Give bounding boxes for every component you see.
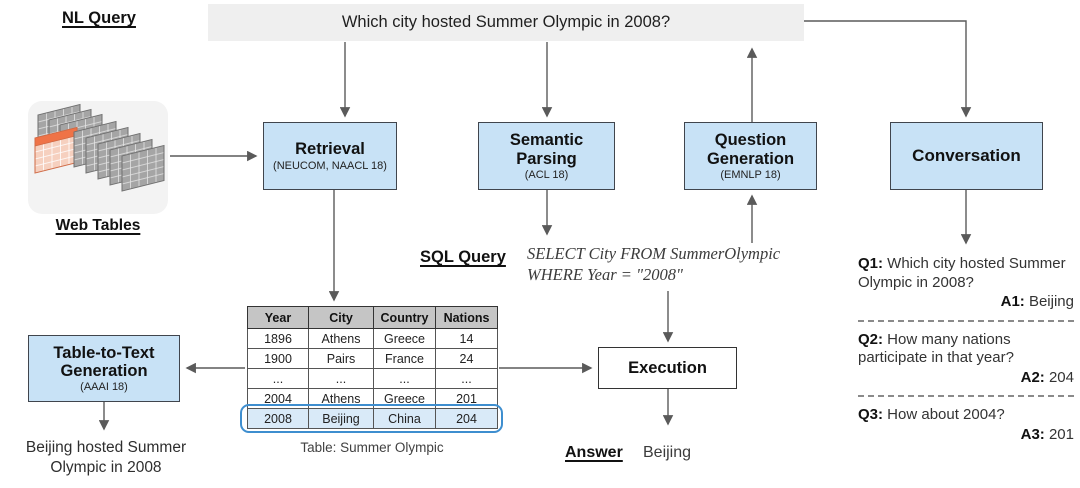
sql-query-text: SELECT City FROM SummerOlympic WHERE Yea… [527, 243, 827, 285]
cell: China [373, 408, 436, 429]
table-header: Nations [435, 306, 498, 329]
retrieval-subtitle: (NEUCOM, NAACL 18) [273, 159, 387, 172]
cell: Athens [308, 328, 374, 349]
table-row: 2004 Athens Greece 201 [247, 388, 498, 409]
cell: Pairs [308, 348, 374, 369]
cell: Athens [308, 388, 374, 409]
question-generation-box: Question Generation (EMNLP 18) [684, 122, 817, 190]
conversation-log: Q1: Which city hosted Summer Olympic in … [858, 255, 1074, 444]
a2-label: A2: [1020, 368, 1045, 386]
a1-text: Beijing [1024, 293, 1074, 310]
cell: ... [247, 368, 309, 389]
cell: 1900 [247, 348, 309, 369]
cell: 2008 [247, 408, 309, 429]
web-tables-card [28, 101, 168, 214]
answer-value: Beijing [643, 444, 692, 461]
execution-title: Execution [628, 358, 707, 377]
table-header-row: Year City Country Nations [247, 306, 498, 329]
a1-line: A1: Beijing [858, 293, 1074, 312]
table-caption: Table: Summer Olympic [300, 440, 444, 455]
answer-label: Answer [565, 444, 623, 461]
table-to-text-box: Table-to-Text Generation (AAAI 18) [28, 335, 180, 402]
q3-label: Q3: [858, 406, 884, 423]
sql-line-1: SELECT City FROM SummerOlympic [527, 244, 781, 263]
cell: Greece [373, 388, 436, 409]
q1-text: Which city hosted Summer Olympic in 2008… [858, 255, 1066, 291]
q2-text: How many nations participate in that yea… [858, 330, 1014, 367]
q1-line: Q1: Which city hosted Summer Olympic in … [858, 255, 1074, 292]
a1-label: A1: [1000, 293, 1025, 310]
question-generation-subtitle: (EMNLP 18) [720, 168, 781, 181]
a3-line: A3: 201 [858, 426, 1074, 445]
generated-sentence-line1: Beijing hosted Summer [25, 439, 187, 456]
q1-label: Q1: [858, 255, 884, 272]
generated-sentence: Beijing hosted Summer Olympic in 2008 [8, 438, 204, 477]
table-header: Country [373, 306, 436, 329]
nl-query-label: NL Query [62, 9, 136, 27]
table-to-text-subtitle: (AAAI 18) [80, 381, 128, 394]
cell: France [373, 348, 436, 369]
table-header: City [308, 306, 374, 329]
question-generation-title: Question Generation [706, 131, 795, 168]
dashed-divider [858, 319, 1074, 322]
cell: 201 [435, 388, 498, 409]
a3-label: A3: [1020, 425, 1045, 443]
conversation-title: Conversation [912, 146, 1021, 166]
retrieval-title: Retrieval [295, 140, 365, 159]
cell: 2004 [247, 388, 309, 409]
cell: 204 [435, 408, 498, 429]
cell: Beijing [308, 408, 374, 429]
sql-query-label: SQL Query [420, 248, 506, 266]
semantic-parsing-box: Semantic Parsing (ACL 18) [478, 122, 615, 190]
nl-query-text: Which city hosted Summer Olympic in 2008… [341, 13, 671, 31]
highlighted-web-table [34, 126, 78, 174]
q3-line: Q3: How about 2004? [858, 406, 1074, 425]
q3-text: How about 2004? [883, 406, 1005, 423]
table-to-text-title: Table-to-Text Generation [53, 343, 155, 380]
retrieval-box: Retrieval (NEUCOM, NAACL 18) [263, 122, 397, 190]
summer-olympic-table: Year City Country Nations 1896 Athens Gr… [247, 306, 498, 429]
table-row: ... ... ... ... [247, 368, 498, 389]
web-tables-label: Web Tables [55, 217, 141, 234]
semantic-parsing-subtitle: (ACL 18) [524, 168, 569, 181]
table-row: 1896 Athens Greece 14 [247, 328, 498, 349]
arrow-query-to-conversation [803, 20, 972, 118]
cell: Greece [373, 328, 436, 349]
conversation-box: Conversation [890, 122, 1043, 190]
q2-label: Q2: [858, 330, 884, 348]
table-header: Year [247, 306, 309, 329]
cell: ... [308, 368, 374, 389]
cell: 1896 [247, 328, 309, 349]
table-row: 1900 Pairs France 24 [247, 348, 498, 369]
generated-sentence-line2: Olympic in 2008 [50, 458, 162, 476]
q2-line: Q2: How many nations participate in that… [858, 331, 1074, 368]
table-row-highlighted: 2008 Beijing China 204 [247, 408, 498, 429]
sql-line-2: WHERE Year = "2008" [527, 265, 683, 284]
cell: 14 [435, 328, 498, 349]
cell: ... [435, 368, 498, 389]
semantic-parsing-title: Semantic Parsing [509, 131, 584, 168]
nl-query-bar: Which city hosted Summer Olympic in 2008… [208, 4, 804, 41]
a2-line: A2: 204 [858, 369, 1074, 388]
execution-box: Execution [598, 347, 737, 389]
web-tables-icon [34, 103, 165, 192]
a2-text: 204 [1044, 368, 1074, 386]
a3-text: 201 [1044, 425, 1074, 443]
cell: 24 [435, 348, 498, 369]
dashed-divider [858, 395, 1074, 397]
cell: ... [373, 368, 436, 389]
